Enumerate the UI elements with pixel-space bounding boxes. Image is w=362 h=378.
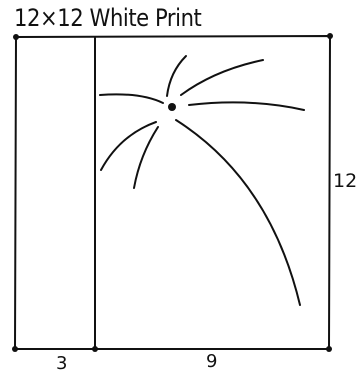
corner-dot-top-left — [13, 34, 19, 40]
corner-dot-bottom-right — [326, 346, 332, 352]
burst-stroke-long-tail — [175, 119, 301, 306]
right-width-dimension-label: 9 — [206, 351, 218, 372]
corner-dots — [12, 33, 333, 352]
burst-drawing — [99, 55, 305, 306]
diagram-title: 12×12 White Print — [14, 4, 202, 32]
corner-dot-bottom-left — [12, 346, 18, 352]
print-frame — [14, 35, 331, 350]
burst-stroke-upper-right — [180, 59, 264, 96]
burst-stroke-left-top — [99, 93, 164, 104]
burst-stroke-left-down — [100, 121, 157, 171]
burst-stroke-down — [133, 126, 159, 189]
height-dimension-label: 12 — [333, 170, 358, 192]
burst-stroke-right — [188, 101, 305, 111]
corner-dot-top-right — [327, 33, 333, 39]
burst-stroke-up — [166, 55, 187, 97]
corner-dot-bottom-middle — [92, 346, 98, 352]
left-width-dimension-label: 3 — [56, 353, 68, 374]
burst-center-dot — [168, 103, 176, 111]
